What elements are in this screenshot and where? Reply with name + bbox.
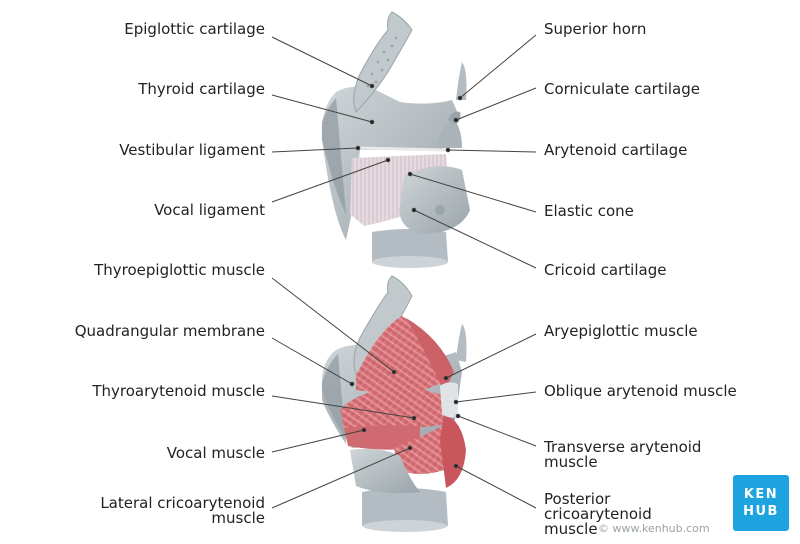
label-cricoid-cartilage: Cricoid cartilage bbox=[544, 261, 667, 279]
lateral-cricoarytenoid-shape bbox=[394, 424, 446, 474]
label-aryepiglottic-muscle: Aryepiglottic muscle bbox=[544, 322, 698, 340]
cricoid-ring-bottom bbox=[362, 488, 448, 530]
trachea-ring-bottom bbox=[363, 520, 447, 532]
thyroepiglottic-muscle-shape bbox=[356, 316, 448, 393]
cricoid-body-shape-bottom bbox=[350, 448, 420, 494]
label-vocal-ligament: Vocal ligament bbox=[154, 201, 265, 219]
label-quadrangular-membrane: Quadrangular membrane bbox=[74, 322, 265, 340]
superior-horn-shape bbox=[456, 62, 467, 100]
leader-lines bbox=[271, 34, 537, 509]
vestibular-ligament-shape bbox=[357, 146, 447, 152]
label-vestibular-ligament: Vestibular ligament bbox=[119, 141, 265, 159]
kenhub-logo: KEN HUB bbox=[733, 475, 789, 531]
cricoid-facet bbox=[435, 205, 445, 215]
aryepiglottic-muscle-shape bbox=[406, 318, 454, 392]
label-arytenoid-cartilage: Arytenoid cartilage bbox=[544, 141, 688, 159]
thyroid-edge-shadow bbox=[322, 98, 346, 214]
label-corniculate-cartilage: Corniculate cartilage bbox=[544, 80, 700, 98]
label-oblique-arytenoid-muscle: Oblique arytenoid muscle bbox=[544, 382, 737, 400]
cricoid-cartilage-shape bbox=[372, 229, 448, 266]
larynx-top bbox=[321, 11, 470, 268]
label-thyroarytenoid-muscle: Thyroarytenoid muscle bbox=[92, 382, 265, 400]
epiglottis-pits bbox=[366, 36, 398, 88]
epiglottic-cartilage-shape-bottom bbox=[353, 275, 413, 375]
label-superior-horn: Superior horn bbox=[544, 20, 647, 38]
label-lateral-cricoarytenoid-muscle: Lateral cricoarytenoid muscle bbox=[100, 494, 265, 527]
label-elastic-cone: Elastic cone bbox=[544, 202, 634, 220]
thyroid-edge-shadow-bottom bbox=[322, 354, 346, 444]
arytenoid-cartilage-shape bbox=[436, 118, 462, 148]
label-thyroid-cartilage: Thyroid cartilage bbox=[138, 80, 265, 98]
larynx-bottom bbox=[321, 275, 467, 532]
label-posterior-cricoarytenoid-muscle: Posterior cricoarytenoid muscle bbox=[544, 490, 652, 538]
label-thyroepiglottic-muscle: Thyroepiglottic muscle bbox=[94, 261, 265, 279]
thyroid-cartilage-shape bbox=[321, 86, 460, 241]
trachea-ring bbox=[372, 256, 448, 268]
label-transverse-arytenoid-muscle: Transverse arytenoid muscle bbox=[544, 438, 702, 471]
arytenoid-cartilage-bottom bbox=[440, 382, 458, 418]
superior-horn-shape-bottom bbox=[456, 324, 467, 362]
cricoid-body-shape bbox=[399, 166, 470, 234]
posterior-cricoarytenoid-shape bbox=[440, 414, 466, 488]
copyright-watermark: © www.kenhub.com bbox=[598, 522, 710, 535]
thyroarytenoid-muscle-shape bbox=[340, 386, 446, 430]
label-epiglottic-cartilage: Epiglottic cartilage bbox=[124, 20, 265, 38]
label-vocal-muscle: Vocal muscle bbox=[166, 444, 265, 462]
